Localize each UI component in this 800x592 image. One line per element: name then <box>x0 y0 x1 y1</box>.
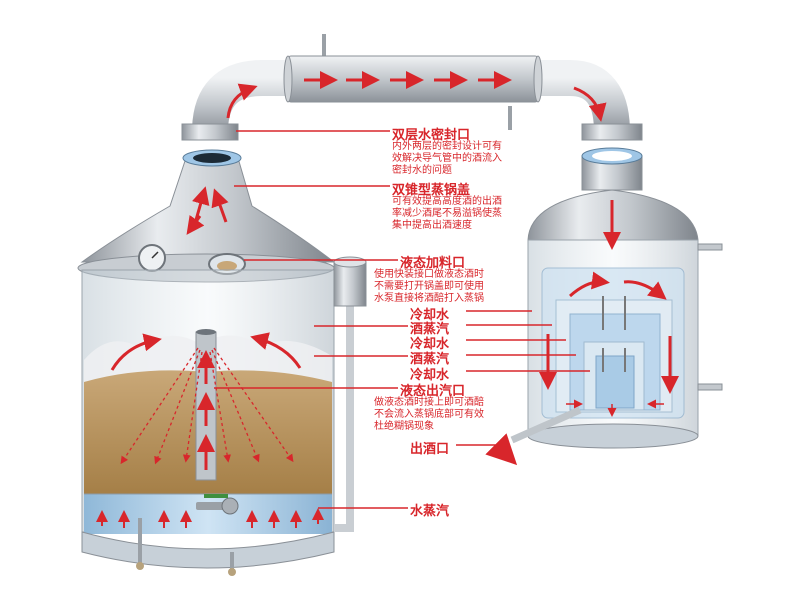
sight-glass <box>208 253 246 275</box>
alcohol-vapor-label-1: 酒蒸汽 <box>410 322 450 337</box>
pressure-gauge <box>138 244 166 272</box>
vapor-pipe <box>181 34 643 141</box>
inlet-label: 液态加料口 <box>400 256 466 271</box>
cooling-water-label-3: 冷却水 <box>410 368 450 383</box>
cooling-water-label-2: 冷却水 <box>410 337 450 352</box>
lid-desc-line: 可有效提高高度酒的出酒 <box>392 196 502 207</box>
lid-desc-line: 率减少酒尾不易溢锅使蒸 <box>392 208 502 219</box>
liquor-outlet-label: 出酒口 <box>410 442 450 457</box>
alcohol-vapor-label-2: 酒蒸汽 <box>410 352 450 367</box>
seal-label: 双层水密封口 <box>392 128 471 143</box>
drain-valve <box>196 494 239 515</box>
inlet-desc-line: 水泵直接将酒醅打入蒸锅 <box>374 293 484 304</box>
flow-arrows <box>96 71 679 528</box>
lid-label: 双锥型蒸锅盖 <box>392 183 471 198</box>
seal-desc: 内外两层的密封设计可有 效解决导气管中的酒流入 密封水的问题 <box>392 141 502 177</box>
outlet-desc-line: 不会流入蒸锅底部可有效 <box>374 409 484 420</box>
lid-desc: 可有效提高高度酒的出酒 率减少酒尾不易溢锅使蒸 集中提高出酒速度 <box>392 196 502 232</box>
leader-lines <box>214 130 590 509</box>
seal-desc-line: 内外两层的密封设计可有 <box>392 141 502 152</box>
inlet-desc-line: 不需要打开锅盖即可使用 <box>374 281 484 292</box>
outlet-desc: 做液态酒时接上即可酒醅 不会流入蒸锅底部可有效 杜绝糊锅现象 <box>374 397 484 433</box>
inlet-desc: 使用快装接口做液态酒时 不需要打开锅盖即可使用 水泵直接将酒醅打入蒸锅 <box>374 269 484 305</box>
seal-desc-line: 效解决导气管中的酒流入 <box>392 153 502 164</box>
seal-desc-line: 密封水的问题 <box>392 165 452 176</box>
outlet-desc-line: 杜绝糊锅现象 <box>374 421 434 432</box>
water-steam-label: 水蒸汽 <box>410 504 450 519</box>
outlet-desc-line: 做液态酒时接上即可酒醅 <box>374 397 484 408</box>
inlet-desc-line: 使用快装接口做液态酒时 <box>374 269 484 280</box>
condenser <box>485 147 723 466</box>
cooling-water-label-1: 冷却水 <box>410 308 450 323</box>
lid-desc-line: 集中提高出酒速度 <box>392 220 472 231</box>
outlet-label: 液态出汽口 <box>400 384 466 399</box>
